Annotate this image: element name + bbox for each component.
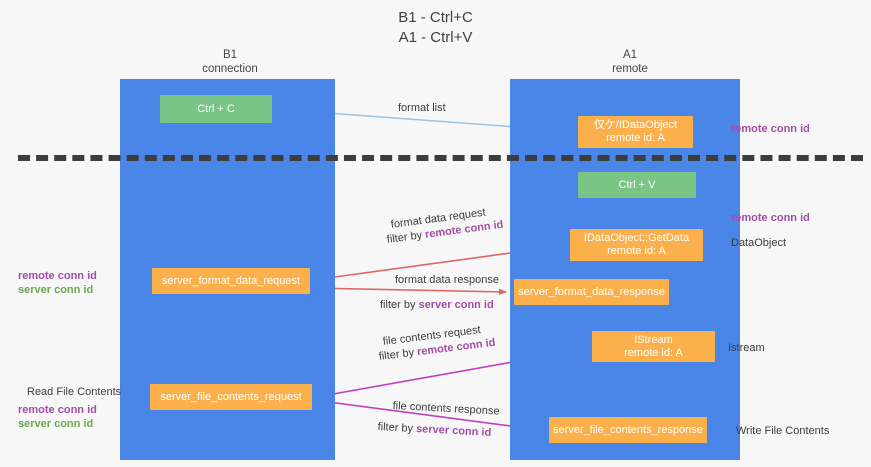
column-header-b1-sub: connection xyxy=(202,63,258,75)
node-server-format-data-request-label: server_format_data_request xyxy=(161,274,301,287)
filter-key-server-conn-id: server conn id xyxy=(415,423,492,439)
arrow-format-data-response xyxy=(310,287,507,296)
node-server-file-contents-response[interactable]: server_file_contents_response xyxy=(549,417,707,443)
node-server-format-data-response[interactable]: server_format_data_response xyxy=(514,279,669,305)
node-istream-id: remote id: A xyxy=(624,346,683,359)
column-header-a1: A1 remote xyxy=(550,48,710,76)
node-idataobject-getdata-id: remote id: A xyxy=(607,245,666,257)
filter-prefix: filter by xyxy=(377,420,417,435)
flow-label-format-list: format list xyxy=(398,102,446,114)
filter-prefix: filter by xyxy=(380,299,419,311)
column-header-b1: B1 connection xyxy=(150,48,310,76)
column-header-a1-sub: remote xyxy=(612,63,648,75)
side-label-left-read-file-contents: Read File Contents xyxy=(27,386,122,398)
node-idataobject-remote-label: 仅ケ/IDataObject xyxy=(593,119,678,131)
side-label-left-conn-ids-mid: remote conn id server conn id xyxy=(18,269,97,297)
side-label-right-remote-conn-id-top: remote conn id xyxy=(731,123,810,135)
node-ctrl-v-label: Ctrl + V xyxy=(618,178,656,191)
node-ctrl-c[interactable]: Ctrl + C xyxy=(160,95,272,123)
node-idataobject-remote-id: remote id: A xyxy=(606,132,665,144)
flow-label-format-data-response: format data response xyxy=(395,274,499,286)
side-label-left-server-conn-id-bottom: server conn id xyxy=(18,418,94,430)
node-server-file-contents-request-label: server_file_contents_request xyxy=(160,390,302,403)
side-label-right-dataobject: DataObject xyxy=(731,237,787,249)
node-ctrl-c-label: Ctrl + C xyxy=(197,102,235,115)
flow-label-format-data-response-filter: filter by server conn id xyxy=(380,298,494,312)
side-label-right-istream: Istream xyxy=(728,342,765,354)
node-ctrl-v[interactable]: Ctrl + V xyxy=(578,172,696,198)
side-label-right-remote-conn-id-mid: remote conn id xyxy=(731,212,810,224)
side-label-left-server-conn-id-mid: server conn id xyxy=(18,284,94,296)
side-label-left-remote-conn-id-mid: remote conn id xyxy=(18,270,97,282)
node-istream[interactable]: IStream remote id: A xyxy=(592,331,715,362)
node-server-format-data-response-label: server_format_data_response xyxy=(518,285,665,298)
filter-key-server-conn-id: server conn id xyxy=(418,299,494,311)
column-header-a1-name: A1 xyxy=(622,49,638,61)
diagram-title: B1 - Ctrl+C A1 - Ctrl+V xyxy=(398,9,473,46)
side-label-left-conn-ids-bottom: remote conn id server conn id xyxy=(18,403,97,431)
phase-divider xyxy=(18,155,863,161)
node-server-file-contents-response-label: server_file_contents_response xyxy=(553,423,703,436)
arrow-file-contents-response xyxy=(312,399,542,433)
node-idataobject-getdata-label: IDataObject::GetData xyxy=(583,232,690,244)
node-idataobject-remote[interactable]: 仅ケ/IDataObject remote id: A xyxy=(578,116,693,148)
node-istream-label: IStream xyxy=(634,333,673,346)
side-label-right-write-file-contents: Write File Contents xyxy=(736,425,830,437)
node-server-file-contents-request[interactable]: server_file_contents_request xyxy=(150,384,312,410)
column-header-b1-name: B1 xyxy=(222,49,238,61)
node-server-format-data-request[interactable]: server_format_data_request xyxy=(152,268,310,294)
node-idataobject-getdata[interactable]: IDataObject::GetData remote id: A xyxy=(570,229,703,261)
side-label-left-remote-conn-id-bottom: remote conn id xyxy=(18,404,97,416)
